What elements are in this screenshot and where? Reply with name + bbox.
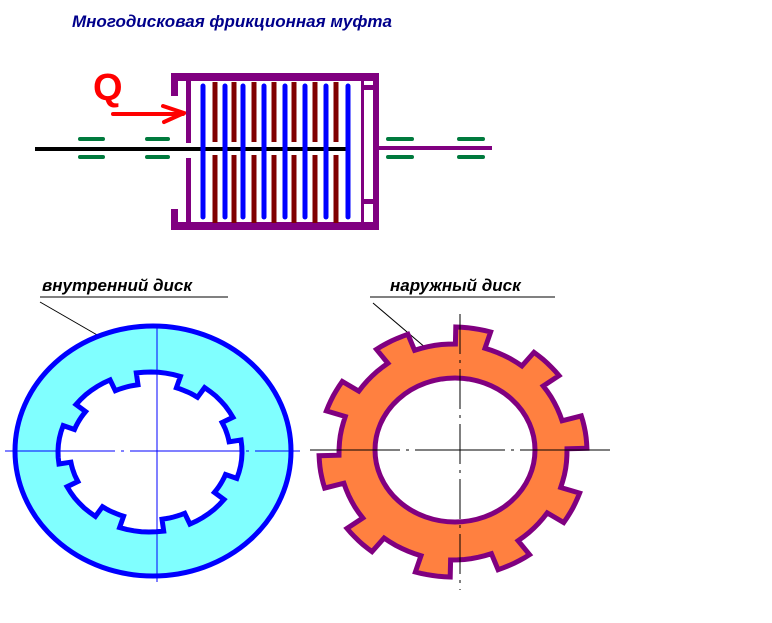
outer-disc-label: наружный диск xyxy=(390,276,522,295)
bearing-marks xyxy=(78,137,485,159)
clutch-section: Q xyxy=(35,67,492,230)
force-arrow xyxy=(111,104,190,124)
inner-disc-view: внутренний диск xyxy=(5,276,300,582)
disc-pack xyxy=(200,82,351,223)
force-label: Q xyxy=(93,67,123,109)
diagram-title: Многодисковая фрикционная муфта xyxy=(72,12,392,31)
housing xyxy=(171,73,379,230)
outer-disc-view: наружный диск xyxy=(310,276,615,590)
outer-disc xyxy=(316,324,590,580)
inner-disc-label: внутренний диск xyxy=(42,276,193,295)
